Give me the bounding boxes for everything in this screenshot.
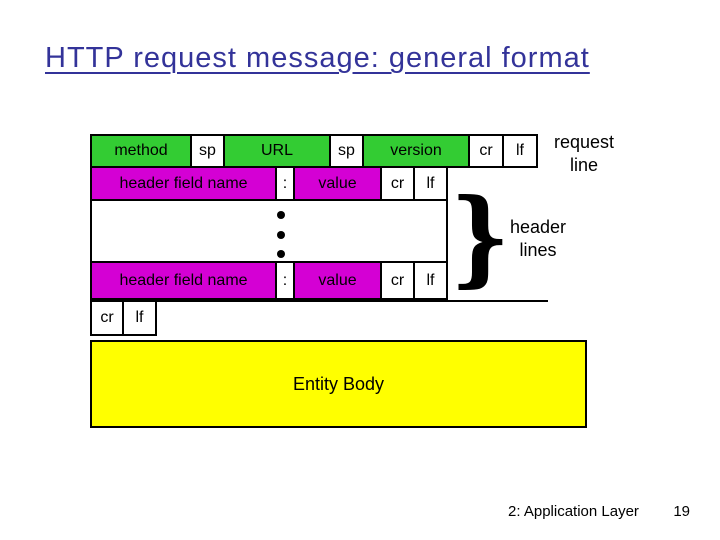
header-lines-label-line1: header [509, 217, 567, 237]
slide-title: HTTP request message: general format [45, 42, 590, 74]
cell-header-field-name-2: header field name [92, 263, 275, 298]
cell-lf-2: lf [415, 168, 446, 199]
cell-method: method [92, 136, 190, 166]
footer-page-number: 19 [673, 503, 690, 520]
cell-url: URL [225, 136, 329, 166]
cell-cr-1: cr [470, 136, 502, 166]
blank-line-row: cr lf [90, 300, 157, 336]
cell-sp-1: sp [192, 136, 223, 166]
footer-section-label: 2: Application Layer [508, 503, 639, 520]
cell-version: version [364, 136, 468, 166]
cell-cr-3: cr [382, 263, 413, 298]
cell-value-1: value [295, 168, 380, 199]
ellipsis-dot [277, 250, 285, 258]
cell-colon-2: : [277, 263, 293, 298]
request-line-label-line2: line [569, 154, 599, 175]
header-lines-brace-icon: } [450, 175, 511, 298]
cell-lf-3: lf [415, 263, 446, 298]
request-line-row: method sp URL sp version cr lf [90, 134, 538, 168]
request-line-label: request line [540, 131, 628, 176]
cell-cr-2: cr [382, 168, 413, 199]
blank-line-rule [156, 300, 548, 302]
entity-body-label: Entity Body [292, 373, 385, 394]
slide-footer: 2: Application Layer 19 [508, 503, 690, 520]
cell-lf-1: lf [504, 136, 536, 166]
cell-sp-2: sp [331, 136, 362, 166]
header-row-top: header field name : value cr lf [90, 166, 448, 201]
cell-header-field-name-1: header field name [92, 168, 275, 199]
cell-cr-4: cr [92, 302, 122, 334]
request-line-label-line1: request [553, 132, 615, 152]
cell-value-2: value [295, 263, 380, 298]
header-row-bottom: header field name : value cr lf [90, 261, 448, 300]
entity-body-box: Entity Body [90, 340, 587, 428]
cell-colon-1: : [277, 168, 293, 199]
cell-lf-4: lf [124, 302, 155, 334]
header-lines-label-line2: lines [519, 239, 557, 260]
header-lines-label: header lines [496, 216, 580, 261]
ellipsis-box [90, 199, 448, 263]
ellipsis-dot [277, 231, 285, 239]
ellipsis-dot [277, 211, 285, 219]
